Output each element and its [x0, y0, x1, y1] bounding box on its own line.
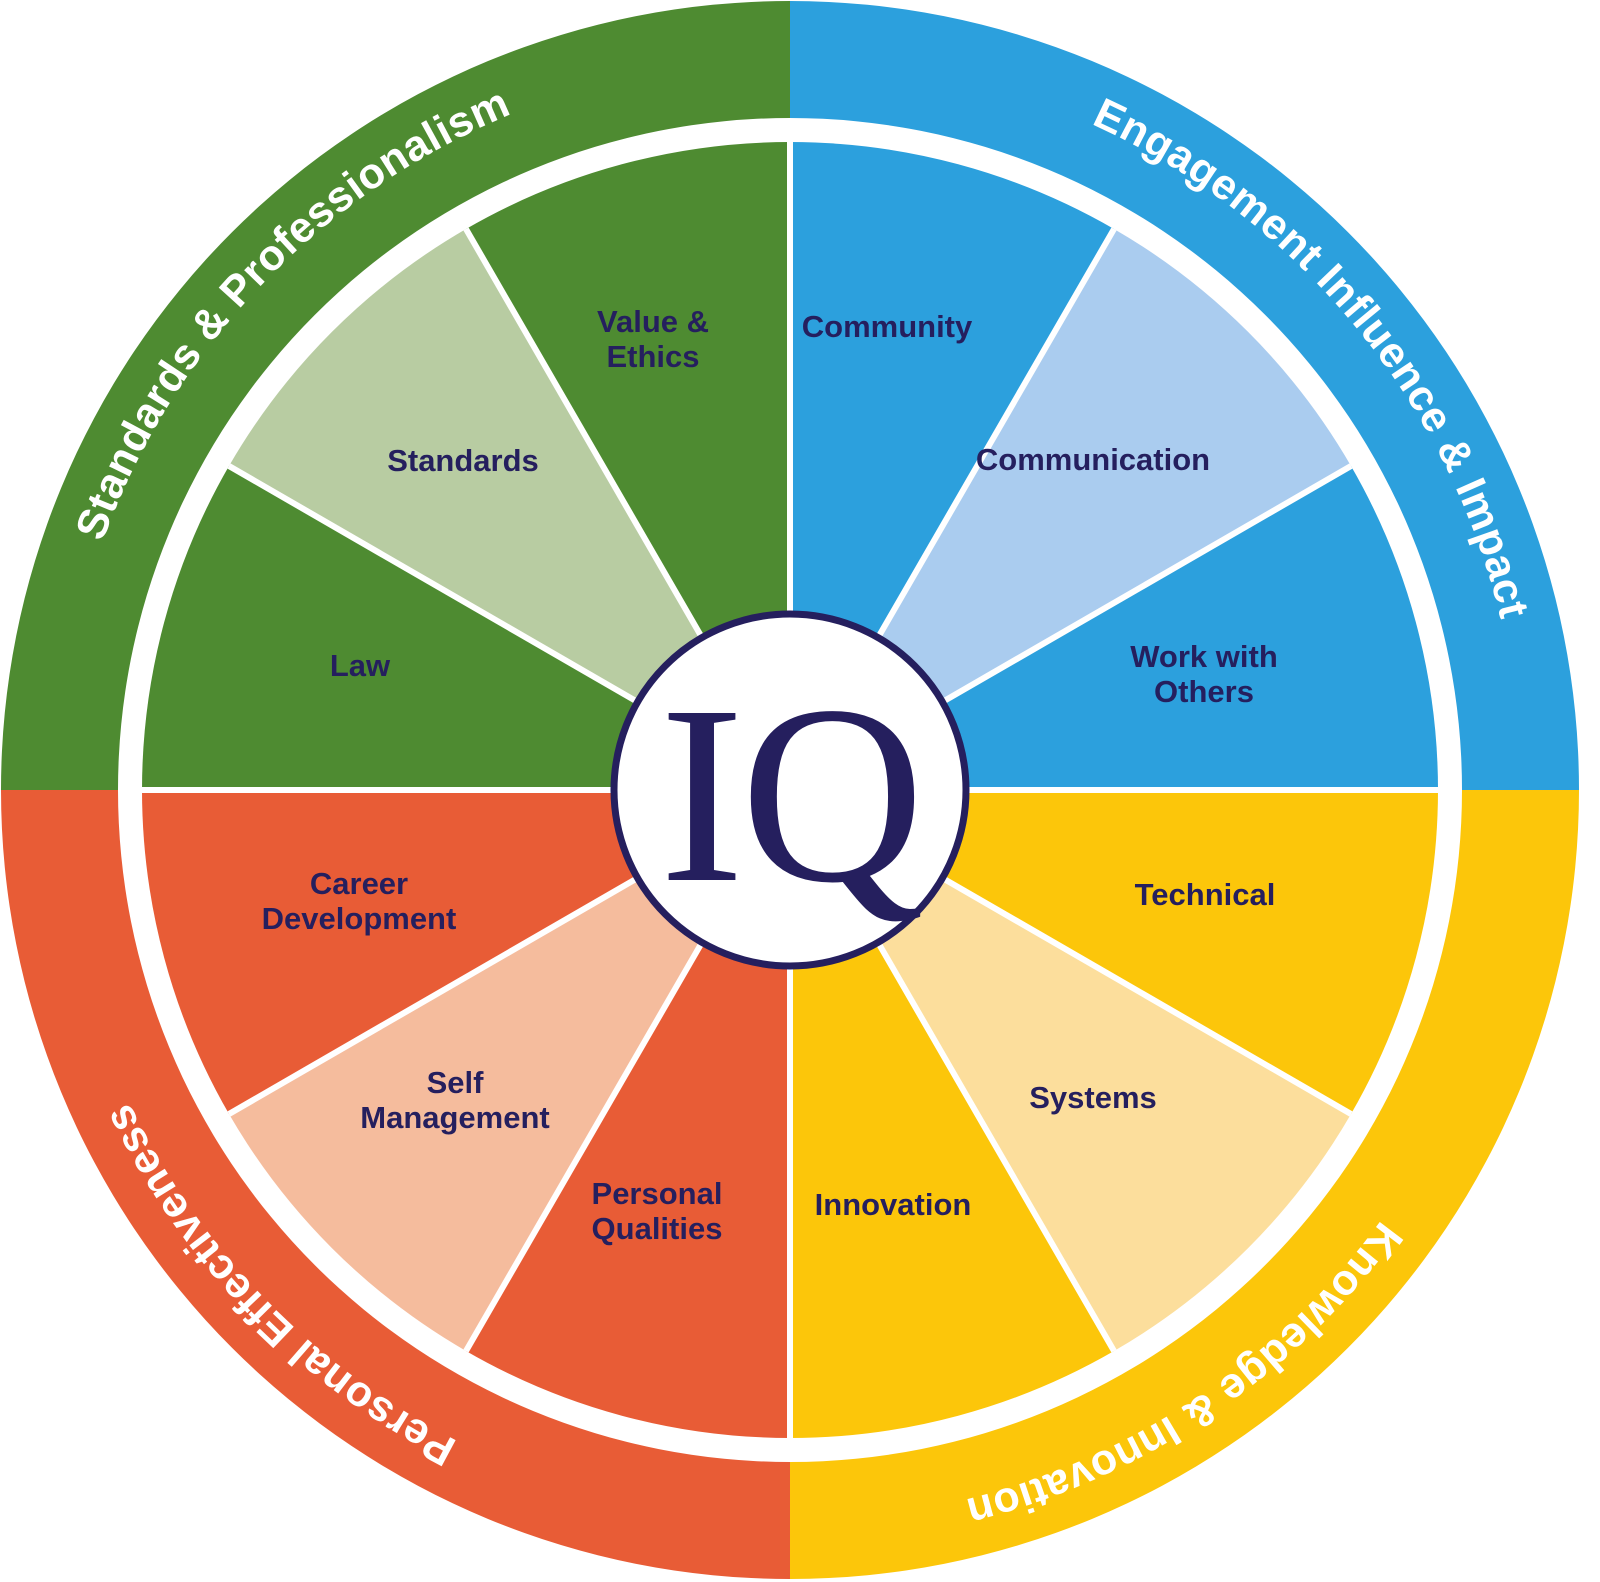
- segment-career-development[interactable]: [142, 790, 790, 1114]
- segment-communication[interactable]: [790, 229, 1351, 790]
- label-community: Community: [802, 309, 973, 344]
- segment-self-management[interactable]: [229, 790, 790, 1351]
- label-value-ethics-2: Ethics: [606, 339, 699, 374]
- outer-ring-personal[interactable]: [1, 790, 790, 1579]
- segment-standards[interactable]: [229, 229, 790, 790]
- segment-work-with-others[interactable]: [790, 466, 1438, 790]
- label-personal-qualities-2: Qualities: [592, 1211, 723, 1246]
- label-work-with-others-2: Others: [1154, 674, 1254, 709]
- label-standards: Standards: [387, 443, 539, 478]
- center-hub-circle[interactable]: [610, 610, 970, 970]
- label-career-development-1: Career: [310, 866, 408, 901]
- label-self-management-2: Management: [360, 1100, 549, 1135]
- label-personal-qualities-1: Personal: [592, 1176, 723, 1211]
- segment-community[interactable]: [790, 142, 1114, 790]
- label-self-management-1: Self: [427, 1065, 485, 1100]
- segment-value-ethics[interactable]: [466, 142, 790, 790]
- center-hub-label: IQ: [659, 654, 920, 936]
- label-systems: Systems: [1029, 1080, 1157, 1115]
- label-work-with-others-1: Work with: [1130, 639, 1278, 674]
- segment-personal-qualities[interactable]: [466, 790, 790, 1438]
- segment-technical[interactable]: [790, 790, 1438, 1114]
- inner-disc-group: [142, 142, 1438, 1438]
- outer-ring-knowledge[interactable]: [790, 790, 1579, 1579]
- segment-systems[interactable]: [790, 790, 1351, 1351]
- label-innovation: Innovation: [815, 1187, 972, 1222]
- outer-ring-engagement[interactable]: [790, 1, 1579, 790]
- label-career-development-2: Development: [262, 901, 457, 936]
- segment-innovation[interactable]: [790, 790, 1114, 1438]
- segment-labels-group: Community Communication Work with Others…: [262, 304, 1278, 1246]
- outer-ring-standards[interactable]: [1, 1, 790, 790]
- label-technical: Technical: [1135, 877, 1276, 912]
- label-value-ethics-1: Value &: [597, 304, 709, 339]
- segment-law[interactable]: [142, 466, 790, 790]
- label-law: Law: [330, 648, 391, 683]
- label-communication: Communication: [976, 442, 1210, 477]
